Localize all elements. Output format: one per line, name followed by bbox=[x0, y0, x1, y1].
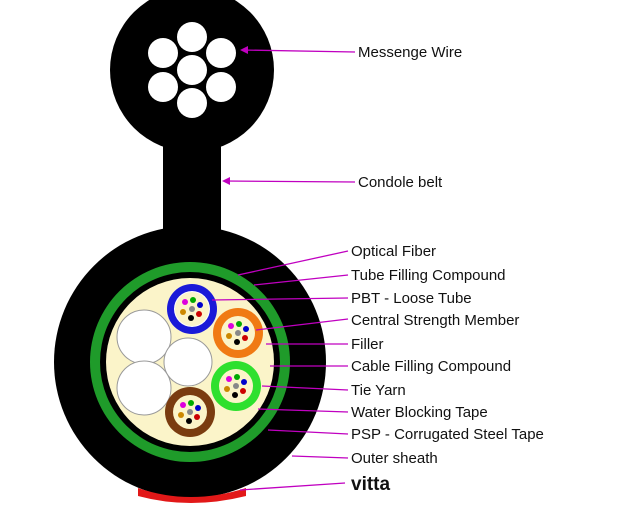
leader-vitta bbox=[239, 482, 346, 491]
leader-tube-filling-compound bbox=[253, 274, 349, 286]
strand bbox=[206, 38, 236, 68]
optical-fibers bbox=[226, 321, 249, 345]
leader-messenger-wire bbox=[241, 49, 356, 53]
label-messenger-wire: Messenge Wire bbox=[358, 44, 462, 61]
labels: Messenge Wire Condole belt Optical Fiber… bbox=[351, 44, 544, 495]
main-cable-body bbox=[54, 226, 326, 503]
strand bbox=[206, 72, 236, 102]
leader-central-strength-member bbox=[255, 318, 349, 331]
strand bbox=[177, 88, 207, 118]
leader-lines bbox=[211, 49, 356, 491]
loose-tube-green bbox=[211, 361, 261, 411]
label-tie-yarn: Tie Yarn bbox=[351, 382, 406, 399]
messenger-section bbox=[110, 0, 274, 152]
optical-fibers bbox=[178, 400, 201, 424]
label-tube-filling-compound: Tube Filling Compound bbox=[351, 267, 506, 284]
leader-psp-tape bbox=[267, 429, 349, 435]
loose-tube-blue bbox=[167, 284, 217, 334]
strand bbox=[148, 38, 178, 68]
central-strength-member bbox=[163, 337, 213, 387]
leader-condole-belt bbox=[223, 180, 356, 183]
label-vitta: vitta bbox=[351, 474, 391, 495]
label-psp-tape: PSP - Corrugated Steel Tape bbox=[351, 426, 544, 443]
strand bbox=[177, 22, 207, 52]
label-water-blocking-tape: Water Blocking Tape bbox=[351, 404, 488, 421]
leader-optical-fiber bbox=[237, 250, 349, 276]
leader-pbt-loose-tube bbox=[211, 297, 349, 301]
messenger-wire-strands bbox=[148, 22, 236, 118]
filler-bottom bbox=[116, 360, 172, 416]
label-central-strength-member: Central Strength Member bbox=[351, 312, 519, 329]
optical-fibers bbox=[224, 374, 247, 398]
optical-fibers bbox=[180, 297, 203, 321]
label-pbt-loose-tube: PBT - Loose Tube bbox=[351, 290, 472, 307]
leader-water-blocking-tape bbox=[257, 408, 349, 413]
condole-belt-neck bbox=[163, 140, 221, 240]
loose-tube-brown bbox=[165, 387, 215, 437]
label-condole-belt: Condole belt bbox=[358, 174, 443, 191]
strand bbox=[148, 72, 178, 102]
filler-top bbox=[116, 309, 172, 365]
label-optical-fiber: Optical Fiber bbox=[351, 243, 436, 260]
strand-center bbox=[177, 55, 207, 85]
leader-outer-sheath bbox=[291, 455, 349, 459]
label-cable-filling-compound: Cable Filling Compound bbox=[351, 358, 511, 375]
leader-arrowheads bbox=[222, 46, 248, 185]
label-outer-sheath: Outer sheath bbox=[351, 450, 438, 467]
leader-tie-yarn bbox=[261, 385, 349, 391]
loose-tube-orange bbox=[213, 308, 263, 358]
vitta-stripe bbox=[138, 488, 246, 503]
label-filler: Filler bbox=[351, 336, 384, 353]
